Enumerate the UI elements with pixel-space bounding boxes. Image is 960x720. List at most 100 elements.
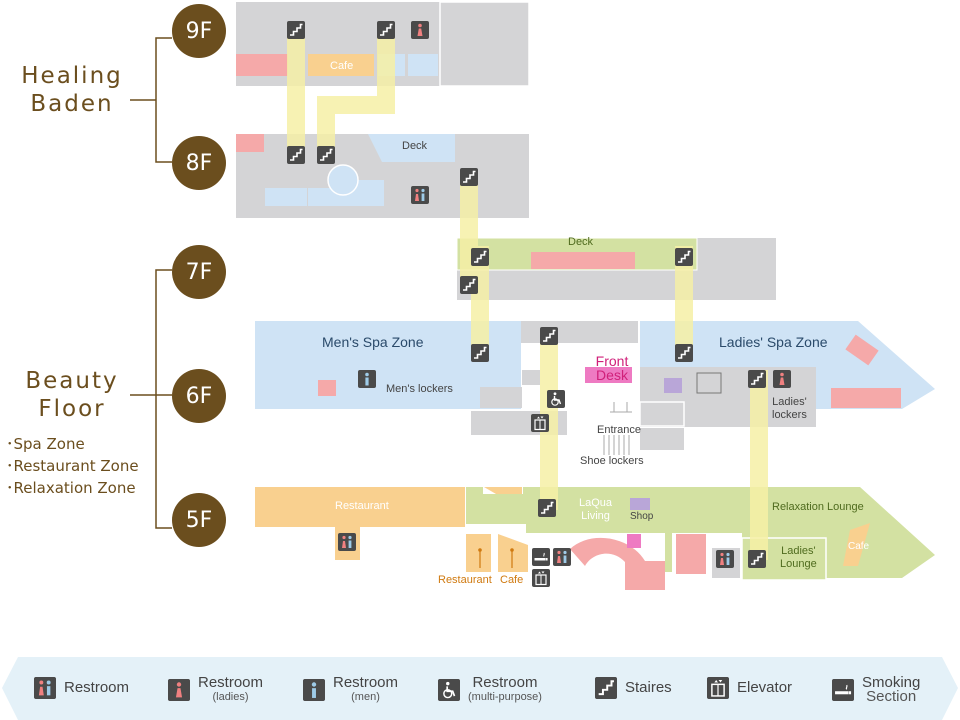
legend-main: Restroom [333, 674, 399, 691]
legend-label: Restroom [64, 679, 130, 696]
floor-6f-plan [255, 321, 935, 455]
label-laqua-living-line: LaQua [579, 497, 613, 509]
restroom-icon [411, 186, 429, 204]
label-mens-spa-zone: Men's Spa Zone [322, 334, 424, 350]
label-shoe-lockers: Shoe lockers [580, 455, 644, 467]
zone-item: ･Relaxation Zone [6, 479, 136, 497]
wheelchair-icon [438, 679, 460, 701]
label-ladies-lounge: Ladies' Lounge [780, 545, 817, 571]
legend-item-elevator: Elevator [707, 677, 792, 699]
legend-sub: (multi-purpose) [468, 691, 542, 703]
label-cafe-9f: Cafe [330, 60, 354, 72]
label-cafe-5f: Cafe [848, 541, 870, 552]
label-entrance: Entrance [597, 424, 642, 436]
label-ladies-lockers-line: Ladies' [772, 396, 807, 408]
label-front-desk: Front Desk [588, 354, 636, 382]
label-ladies-lockers-line: lockers [772, 409, 807, 421]
stairs-icon [595, 677, 617, 699]
stairs-icon [538, 499, 556, 517]
stairs-icon [471, 248, 489, 266]
label-shop: Shop [630, 511, 654, 522]
legend-sub: Section [866, 688, 917, 705]
label-front-desk-line: Desk [596, 367, 628, 383]
floor-badge-6f[interactable]: 6F [172, 369, 226, 423]
smoking-icon [532, 548, 550, 566]
elevator-icon [531, 414, 549, 432]
label-relaxation-lounge: Relaxation Lounge [772, 501, 864, 513]
legend-label: Staires [625, 679, 672, 696]
stairs-icon [748, 550, 766, 568]
label-ladies-lounge-line: Ladies' [781, 545, 816, 557]
stairs-icon [471, 344, 489, 362]
label-mens-lockers: Men's lockers [386, 383, 453, 395]
stairs-icon [460, 276, 478, 294]
label-laqua-living: LaQua Living [579, 497, 612, 523]
wheelchair-icon [547, 390, 565, 408]
label-front-desk-line: Front [595, 353, 629, 369]
smoking-icon [832, 679, 854, 701]
elevator-icon [707, 677, 729, 699]
stairs-icon [287, 21, 305, 39]
legend-main: Smoking [862, 674, 921, 691]
stairs-icon [287, 146, 305, 164]
label-cafe-small: Cafe [500, 574, 524, 586]
floor-5f-plan [255, 487, 935, 590]
legend-background [2, 657, 958, 720]
restroom-ladies-icon [773, 370, 791, 388]
group-title-healing-baden: Healing Baden [12, 62, 132, 118]
legend-item-restroom-multi: Restroom(multi-purpose) [438, 674, 542, 704]
label-ladies-spa-zone: Ladies' Spa Zone [719, 334, 828, 350]
stair-paths [287, 30, 768, 560]
restroom-icon [716, 550, 734, 568]
legend-item-restroom-ladies: Restroom(ladies) [168, 674, 264, 704]
label-deck-7f: Deck [568, 236, 594, 248]
legend-label: Elevator [737, 679, 793, 696]
legend-sub: (men) [351, 691, 380, 703]
restroom-icon [34, 677, 56, 699]
legend-label: Restroom(men) [333, 674, 399, 704]
label-deck-8f: Deck [402, 140, 428, 152]
legend-label: Restroom(ladies) [198, 674, 264, 704]
legend-sub: (ladies) [212, 691, 249, 703]
floor-badge-7f[interactable]: 7F [172, 245, 226, 299]
label-restaurant-5f: Restaurant [335, 500, 389, 512]
group-title-line: Beauty [25, 368, 119, 394]
zone-item: ･Restaurant Zone [6, 457, 139, 475]
legend-main: Restroom [472, 674, 538, 691]
label-restaurant-small: Restaurant [438, 574, 492, 586]
elevator-icon [532, 569, 550, 587]
floor-badge-5f[interactable]: 5F [172, 493, 226, 547]
floor-8f-plan [236, 134, 529, 218]
label-ladies-lounge-line: Lounge [780, 558, 817, 570]
legend-item-restroom: Restroom [34, 677, 129, 699]
legend-item-restroom-men: Restroom(men) [303, 674, 399, 704]
stairs-icon [675, 248, 693, 266]
stairs-icon [317, 146, 335, 164]
legend-main: Restroom [198, 674, 264, 691]
floor-9f-plan [236, 1, 530, 87]
group-title-beauty-floor: Beauty Floor [12, 367, 132, 423]
stairs-icon [377, 21, 395, 39]
stairs-icon [460, 168, 478, 186]
restroom-men-icon [358, 370, 376, 388]
floor-7f-plan [456, 237, 776, 300]
restroom-ladies-icon [168, 679, 190, 701]
group-title-line: Baden [30, 91, 114, 117]
restroom-men-icon [303, 679, 325, 701]
floor-badge-9f[interactable]: 9F [172, 4, 226, 58]
label-laqua-living-line: Living [581, 510, 610, 522]
restroom-icon [338, 533, 356, 551]
group-title-line: Healing [21, 63, 123, 89]
floor-badge-8f[interactable]: 8F [172, 136, 226, 190]
stairs-icon [748, 370, 766, 388]
stairs-icon [675, 344, 693, 362]
stairs-icon [540, 327, 558, 345]
legend-label: Restroom(multi-purpose) [468, 674, 542, 704]
legend-item-stairs: Staires [595, 677, 672, 699]
restroom-icon [553, 548, 571, 566]
restroom-ladies-icon [411, 21, 429, 39]
